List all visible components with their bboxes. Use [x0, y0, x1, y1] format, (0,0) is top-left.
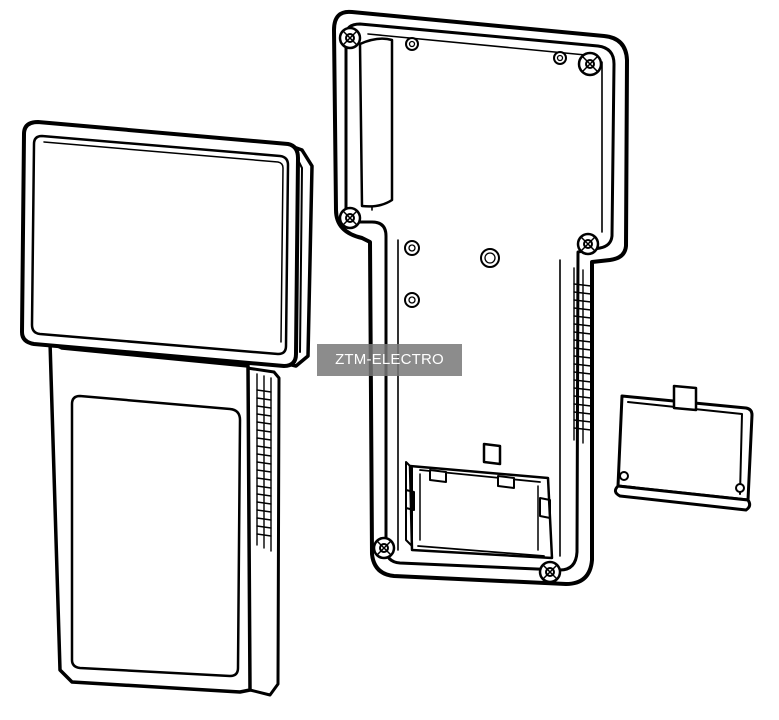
- enclosure-front-cover: [20, 120, 314, 697]
- front-grip-ribs: [256, 373, 272, 552]
- screw-boss-top-right: [577, 51, 603, 77]
- screw-boss-mid-right: [576, 232, 600, 256]
- screw-boss-bottom-right: [538, 560, 562, 584]
- watermark-label: ZTM-ELECTRO: [317, 344, 462, 376]
- battery-compartment: [405, 442, 554, 560]
- screw-boss-mid-left: [338, 206, 362, 230]
- rear-grip-ribs: [573, 267, 592, 447]
- screw-boss-bottom-left: [372, 536, 396, 560]
- battery-compartment-lid: [613, 384, 754, 512]
- screw-boss-top-left: [338, 26, 362, 50]
- enclosure-rear-housing: [332, 9, 629, 586]
- pcb-mounting-posts: [404, 37, 567, 308]
